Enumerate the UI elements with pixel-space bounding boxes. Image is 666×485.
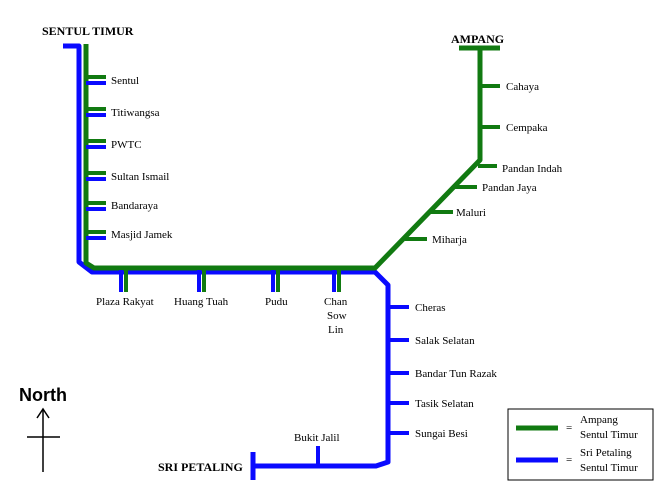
legend-box xyxy=(507,408,654,481)
station-salak-selatan: Salak Selatan xyxy=(415,335,475,347)
station-chan-sow-lin-line1: Chan xyxy=(324,296,348,308)
legend-green-line2: Sentul Timur xyxy=(580,429,638,441)
station-plaza-rakyat: Plaza Rakyat xyxy=(96,296,154,308)
station-sultan-ismail: Sultan Ismail xyxy=(111,171,169,183)
green-line xyxy=(83,44,483,271)
ampang-label: AMPANG xyxy=(451,32,504,46)
station-miharja: Miharja xyxy=(432,234,467,246)
station-chan-sow-lin-line2: Sow xyxy=(327,310,347,322)
ampang-branch-ticks xyxy=(405,84,500,241)
sri-petaling-branch-ticks xyxy=(316,305,409,466)
legend: = Ampang Sentul Timur = Sri Petaling Sen… xyxy=(507,408,654,481)
station-pudu: Pudu xyxy=(265,296,288,308)
legend-green-equals: = xyxy=(566,422,572,434)
sentul-branch-ticks xyxy=(86,75,106,240)
blue-line xyxy=(63,43,391,469)
station-tasik-selatan: Tasik Selatan xyxy=(415,398,474,410)
station-sungai-besi: Sungai Besi xyxy=(415,428,468,440)
legend-blue-equals: = xyxy=(566,454,572,466)
station-cheras: Cheras xyxy=(415,302,446,314)
station-titiwangsa: Titiwangsa xyxy=(111,107,160,119)
station-cahaya: Cahaya xyxy=(506,81,539,93)
station-pwtc: PWTC xyxy=(111,139,142,151)
station-pandan-jaya: Pandan Jaya xyxy=(482,182,537,194)
station-bandaraya: Bandaraya xyxy=(111,200,158,212)
station-bandar-tun-razak: Bandar Tun Razak xyxy=(415,368,497,380)
station-cempaka: Cempaka xyxy=(506,122,548,134)
station-chan-sow-lin-line3: Lin xyxy=(328,324,344,336)
north-arrow-icon xyxy=(27,407,60,472)
shared-segment-ticks xyxy=(119,270,341,292)
station-sentul: Sentul xyxy=(111,75,139,87)
sri-petaling-label: SRI PETALING xyxy=(158,460,243,474)
legend-blue-line1: Sri Petaling xyxy=(580,447,632,459)
station-hang-tuah: Huang Tuah xyxy=(174,296,229,308)
north-compass: North xyxy=(19,385,67,472)
legend-green-line1: Ampang xyxy=(580,414,618,426)
sentul-timur-label: SENTUL TIMUR xyxy=(42,24,134,38)
station-maluri: Maluri xyxy=(456,207,486,219)
station-masjid-jamek: Masjid Jamek xyxy=(111,229,173,241)
station-pandan-indah: Pandan Indah xyxy=(502,163,563,175)
north-label: North xyxy=(19,385,67,405)
legend-blue-line2: Sentul Timur xyxy=(580,462,638,474)
station-bukit-jalil: Bukit Jalil xyxy=(294,432,340,444)
